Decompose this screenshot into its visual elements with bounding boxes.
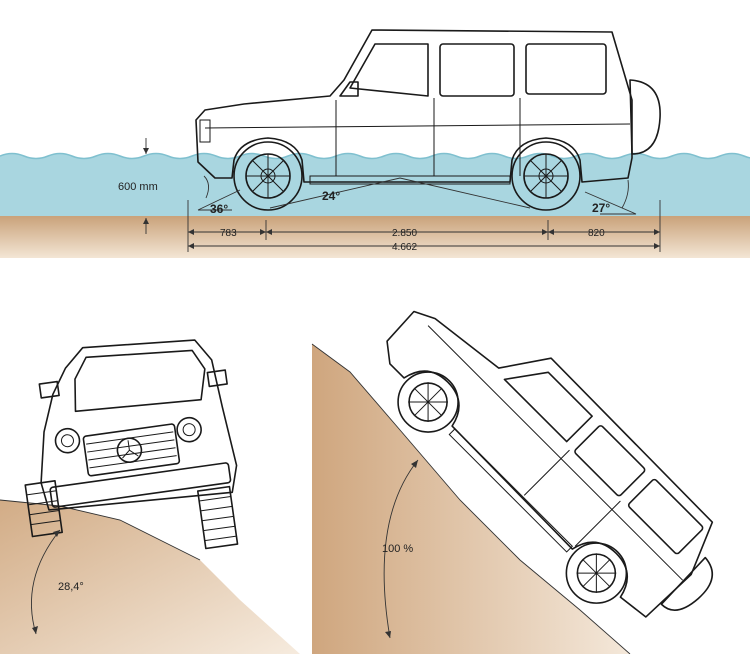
water-body (0, 153, 750, 216)
gradient-label: 100 % (382, 543, 413, 555)
departure-angle-label: 27° (592, 201, 610, 215)
breakover-angle-label: 24° (322, 189, 340, 203)
wading-depth-label: 600 mm (118, 181, 158, 193)
wheelbase-label: 2.850 (392, 228, 417, 239)
climb-view-section: 100 % (311, 310, 714, 654)
water-surface-line (0, 152, 750, 160)
front-view-section: 28,4° (0, 339, 300, 654)
vehicle-front (24, 339, 239, 550)
tilt-angle-label: 28,4° (58, 581, 84, 593)
side-view-section: 600 mm 36° 24° 27° 783 2.850 820 4.662 (0, 29, 750, 258)
vehicle-side (195, 29, 661, 211)
climb-hill (312, 344, 630, 654)
approach-angle-label: 36° (210, 202, 228, 216)
front-overhang-label: 783 (220, 228, 237, 239)
overall-length-label: 4.662 (392, 242, 417, 253)
ground-strip (0, 216, 750, 258)
tilt-slope (0, 500, 300, 654)
vehicle-climbing (386, 310, 714, 618)
rear-overhang-label: 820 (588, 228, 605, 239)
